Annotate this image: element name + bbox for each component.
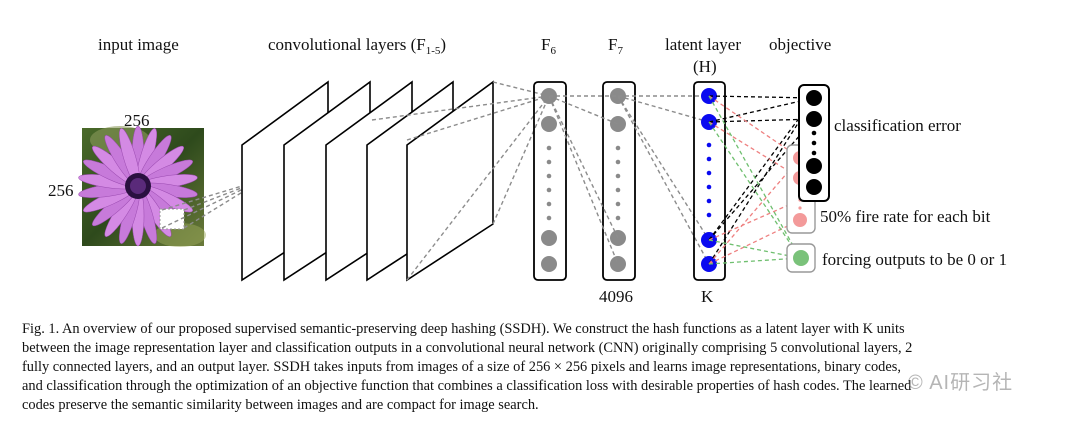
watermark: © AI研习社 — [908, 372, 1014, 394]
ellipsis-dot — [706, 156, 712, 162]
neuron-node — [806, 158, 822, 174]
ellipsis-dot — [706, 142, 712, 148]
caption-line: Fig. 1. An overview of our proposed supe… — [22, 321, 905, 337]
f6-label: F6 — [541, 35, 556, 57]
ellipsis-dot — [811, 150, 817, 156]
f7-to-latent-edges — [617, 95, 710, 265]
conv-layers-label: convolutional layers (F1-5) — [268, 35, 446, 57]
ellipsis-dot — [615, 145, 621, 151]
binary-forcing-unit — [786, 243, 816, 273]
ellipsis-dot — [706, 184, 712, 190]
ellipsis-dot — [811, 130, 817, 136]
ellipsis-dot — [706, 212, 712, 218]
latent-to-objective-edges — [708, 95, 815, 265]
ellipsis-dot — [706, 198, 712, 204]
caption-line: and classification through the optimizat… — [22, 378, 912, 394]
ellipsis-dot — [706, 170, 712, 176]
ssdh-architecture-figure: input image convolutional layers (F1-5) … — [48, 35, 1007, 306]
f7-layer — [602, 81, 636, 281]
latent-units-label: K — [701, 287, 714, 306]
ellipsis-dot — [546, 215, 552, 221]
neuron-node — [610, 256, 626, 272]
caption-line: between the image representation layer a… — [22, 340, 913, 356]
ellipsis-dot — [546, 145, 552, 151]
fire-rate-label: 50% fire rate for each bit — [820, 207, 991, 226]
conv-to-f6-edges — [371, 81, 550, 281]
ellipsis-dot — [615, 173, 621, 179]
neuron-node — [806, 90, 822, 106]
size-left-label: 256 — [48, 181, 74, 200]
forcing-outputs-label: forcing outputs to be 0 or 1 — [822, 250, 1007, 269]
ellipsis-dot — [615, 215, 621, 221]
size-top-label: 256 — [124, 111, 150, 130]
figure-caption: Fig. 1. An overview of our proposed supe… — [22, 320, 1056, 415]
f7-units-label: 4096 — [599, 287, 633, 306]
caption-line: codes preserve the semantic similarity b… — [22, 397, 539, 413]
neuron-node — [541, 256, 557, 272]
ellipsis-dot — [811, 140, 817, 146]
neuron-node — [806, 111, 822, 127]
conv-layers — [241, 80, 494, 282]
ellipsis-dot — [546, 173, 552, 179]
input-image-label: input image — [98, 35, 179, 54]
ellipsis-dot — [546, 201, 552, 207]
f6-to-f7-edges — [548, 95, 619, 265]
neuron-node — [610, 116, 626, 132]
ellipsis-dot — [615, 159, 621, 165]
f7-label: F7 — [608, 35, 623, 57]
f6-layer — [533, 81, 567, 281]
ellipsis-dot — [615, 187, 621, 193]
neuron-node — [541, 230, 557, 246]
latent-layer-label: latent layer — [665, 35, 741, 54]
ellipsis-dot — [615, 201, 621, 207]
objective-label: objective — [769, 35, 831, 54]
latent-h-label: (H) — [693, 57, 717, 76]
neuron-node — [541, 116, 557, 132]
classification-unit — [798, 84, 830, 202]
caption-line: fully connected layers, and an output la… — [22, 359, 901, 375]
classification-error-label: classification error — [834, 116, 961, 135]
input-image — [78, 125, 206, 247]
ellipsis-dot — [546, 159, 552, 165]
ellipsis-dot — [546, 187, 552, 193]
neuron-node — [806, 179, 822, 195]
